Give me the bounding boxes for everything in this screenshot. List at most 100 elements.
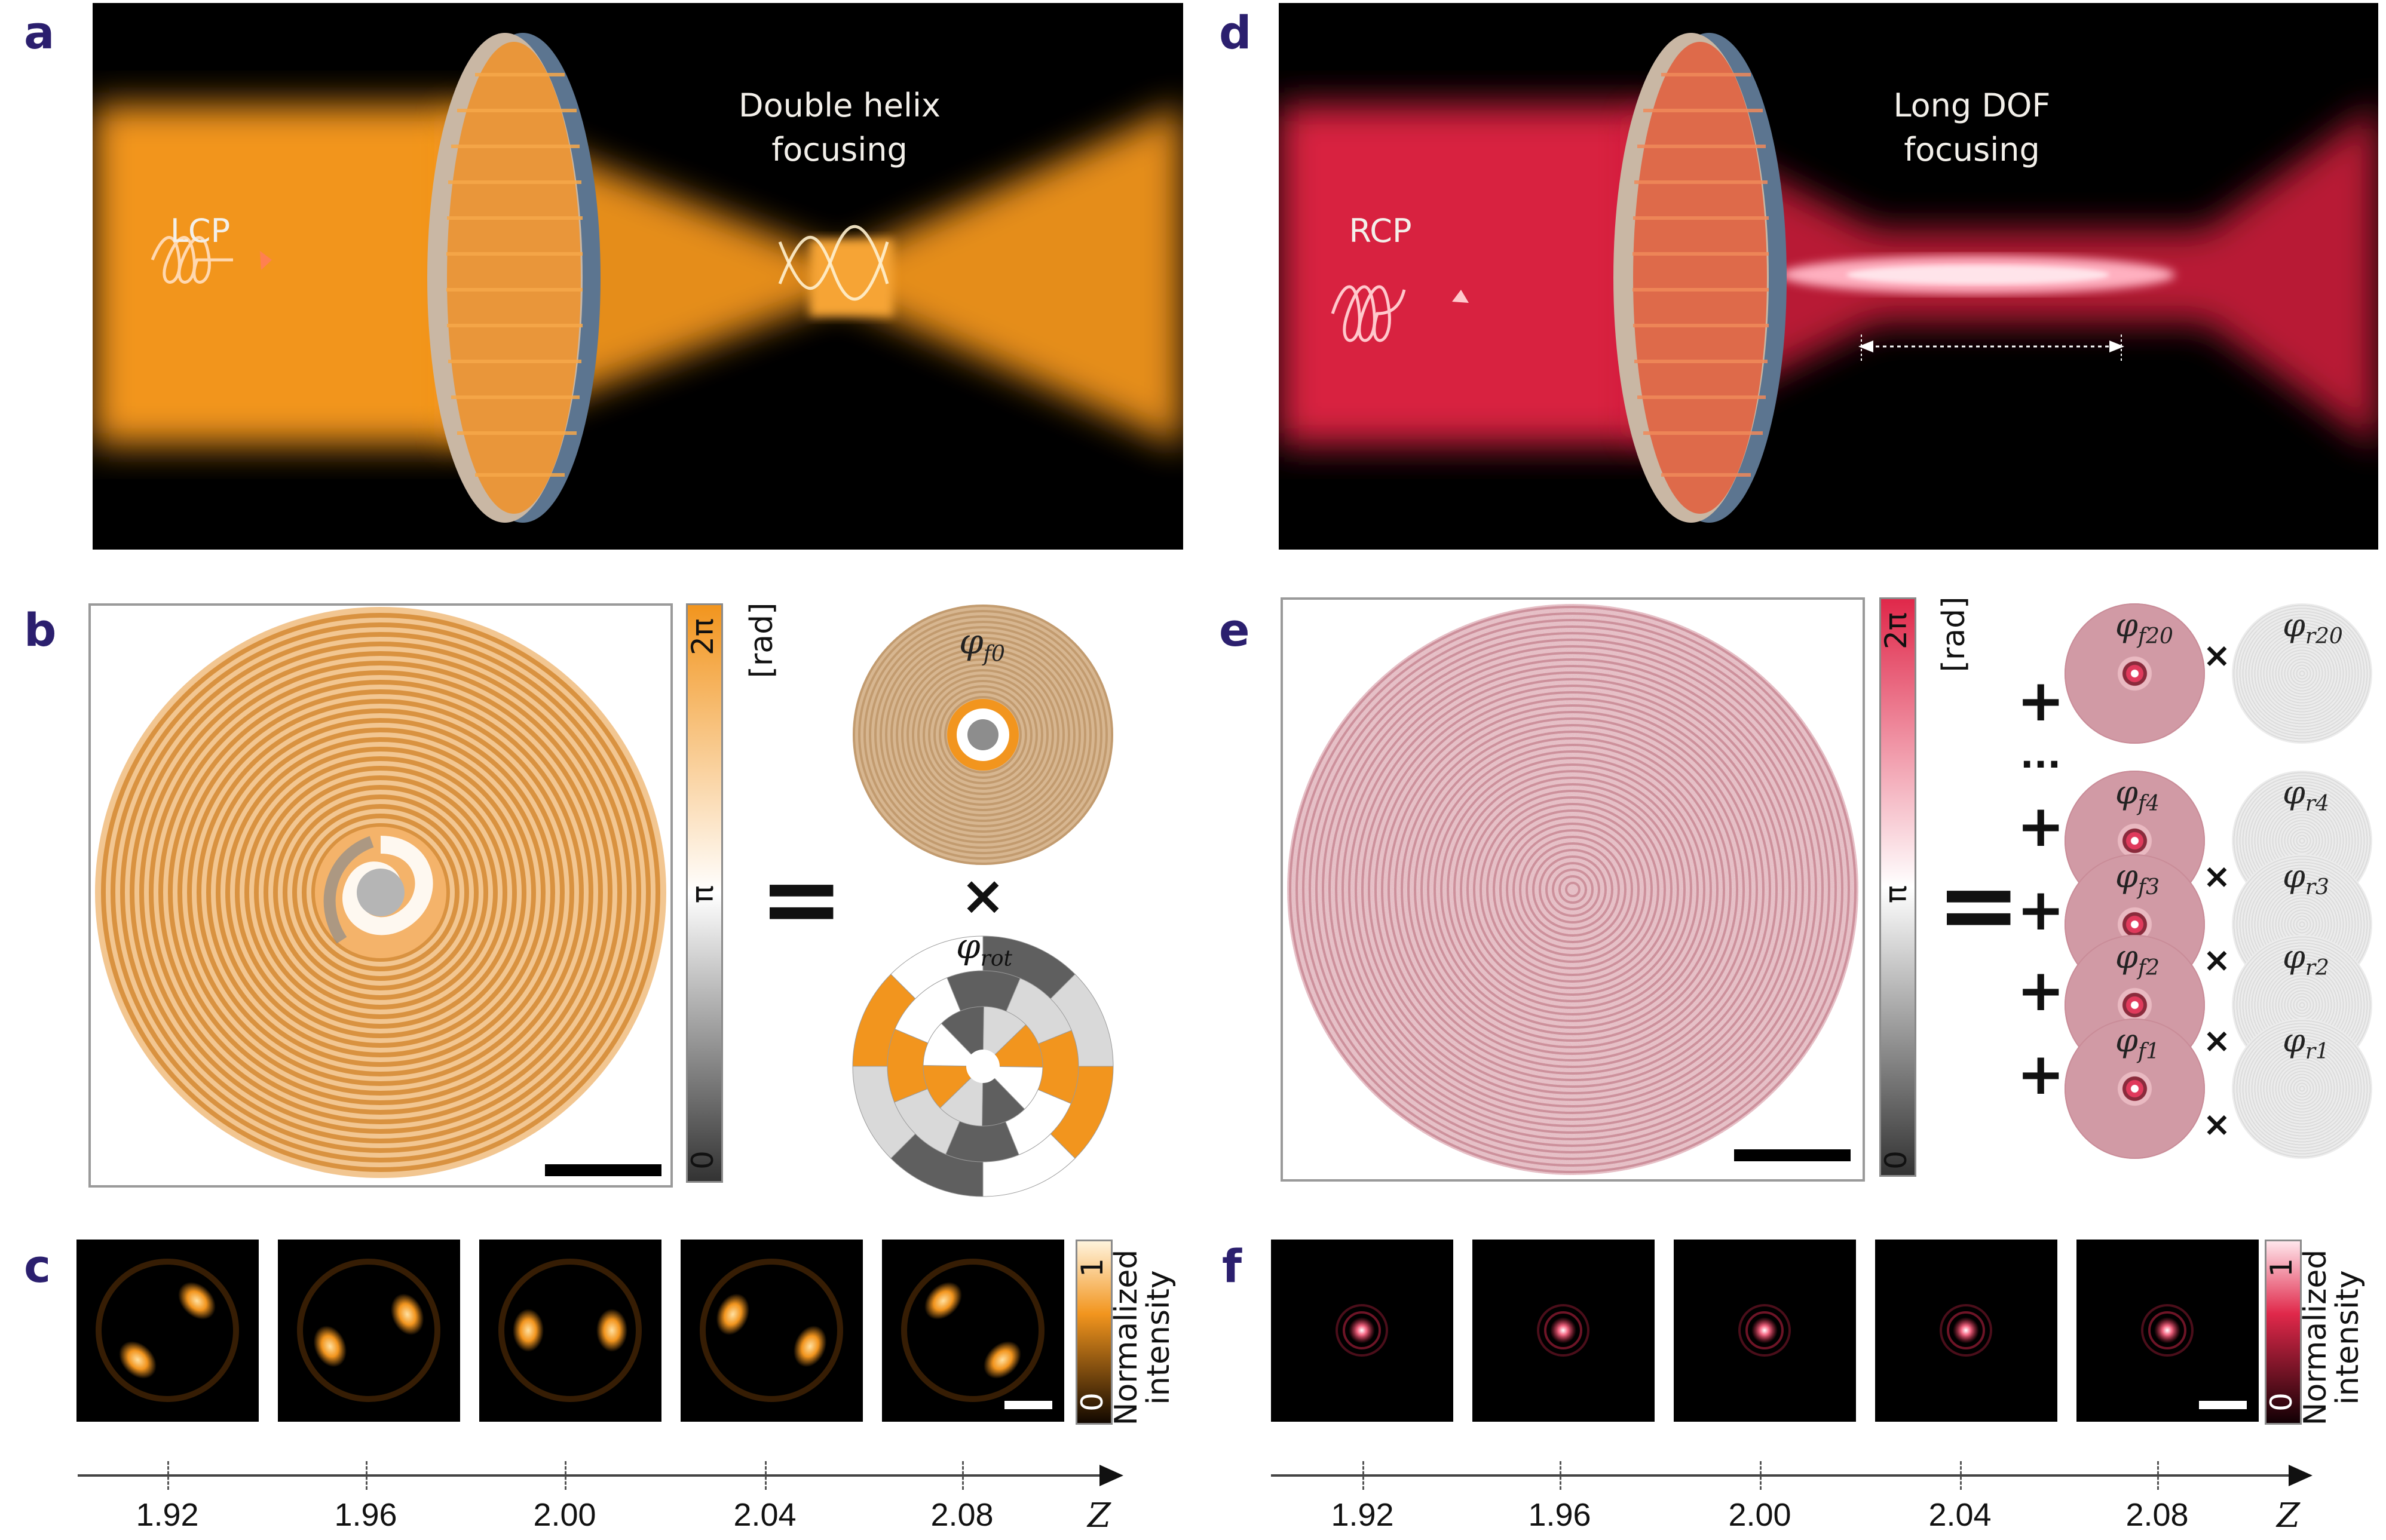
focus-title-line-1: Long DOF [1893, 87, 2051, 124]
phi-f-label: φf4 [2115, 774, 2160, 816]
colorbar-tick-mid: π [1879, 885, 1913, 904]
axis-label-z: Z [2277, 1496, 2300, 1535]
phi-r-label: φr20 [2283, 606, 2343, 649]
colorbar-intensity-orange: 1 0 [1075, 1240, 1113, 1425]
psf-tile [278, 1240, 460, 1422]
phi-r-label: φr3 [2283, 857, 2329, 900]
colorbar-tick-bottom: 0 [1879, 1151, 1913, 1170]
axis-line [78, 1474, 1099, 1477]
colorbar-label-line-2: intensity [1141, 1270, 1177, 1405]
psf-tile [76, 1240, 259, 1422]
axis-label-z: Z [1088, 1496, 1111, 1535]
panel-label-b: b [24, 603, 57, 657]
phi-rot-label: φrot [956, 926, 1012, 971]
scale-bar [1004, 1401, 1052, 1409]
axis-tick [167, 1461, 171, 1490]
colorbar-label: Normalized intensity [1108, 1248, 1177, 1427]
psf-tile [1271, 1240, 1453, 1422]
psf-tile [1875, 1240, 2057, 1422]
axis-tick-label: 2.00 [1728, 1497, 1791, 1533]
panel-d-illustration: RCP Long DOF focusing [1279, 3, 2378, 550]
axis-tick [565, 1461, 568, 1490]
colorbar-unit: [rad] [1936, 596, 1972, 673]
multifocal-phase-image [1287, 604, 1858, 1175]
axis-tick [1760, 1461, 1763, 1490]
psf-tile [882, 1240, 1064, 1422]
ellipsis: ··· [2020, 744, 2062, 786]
colorbar-unit: [rad] [744, 602, 780, 679]
phase-map-multifocal [1281, 597, 1865, 1182]
focal-phase-disk [2065, 1019, 2205, 1159]
axis-tick [1960, 1461, 1964, 1490]
axis-tick [962, 1461, 966, 1490]
phi-f0-label: φf0 [959, 621, 1005, 667]
colorbar-label-line-1: Normalized [2298, 1249, 2333, 1426]
focus-title-long-dof: Long DOF focusing [1864, 84, 2079, 172]
times-sign: × [960, 864, 1006, 927]
psf-tile [2076, 1240, 2259, 1422]
colorbar-intensity-red: 1 0 [2264, 1240, 2302, 1425]
psf-tile [1674, 1240, 1856, 1422]
colorbar-tick-top: 2π [1879, 612, 1913, 649]
colorbar-tick-top: 1 [2264, 1258, 2299, 1277]
axis-tick-label: 2.00 [533, 1497, 596, 1533]
axis-tick-label: 1.96 [334, 1497, 397, 1533]
axis-arrowhead [2289, 1465, 2313, 1486]
beam-illustration-orange [93, 33, 1183, 523]
panel-label-c: c [24, 1240, 51, 1293]
phi-f-label: φf20 [2115, 606, 2173, 649]
axis-tick [2157, 1461, 2161, 1490]
psf-tile [479, 1240, 661, 1422]
panel-label-e: e [1219, 603, 1250, 657]
colorbar-phase-red: 2π π 0 [1879, 597, 1916, 1177]
axis-tick [1560, 1461, 1563, 1490]
colorbar-phase-orange: 2π π 0 [685, 603, 723, 1183]
phi-f-label: φf1 [2115, 1021, 2160, 1064]
focal-phase-disk [2065, 603, 2205, 744]
axis-tick [1362, 1461, 1366, 1490]
scale-bar [2199, 1401, 2247, 1409]
scale-bar [545, 1164, 661, 1176]
colorbar-tick-top: 1 [1075, 1258, 1110, 1277]
colorbar-label: Normalized intensity [2298, 1248, 2366, 1427]
colorbar-tick-top: 2π [685, 618, 720, 655]
plus-sign: + [2017, 667, 2065, 734]
scale-bar [1734, 1149, 1851, 1161]
polarization-label-lcp: LCP [170, 212, 231, 250]
axis-tick-label: 1.92 [136, 1497, 199, 1533]
phase-map-spiral [88, 603, 673, 1188]
phi-r-label: φr2 [2283, 938, 2329, 980]
plus-sign: + [2017, 1041, 2065, 1108]
plus-sign: + [2017, 957, 2065, 1024]
equals-sign: = [759, 840, 844, 958]
panel-label-a: a [24, 6, 55, 59]
rotation-phase [852, 935, 1114, 1197]
panel-label-f: f [1222, 1240, 1242, 1293]
random-phase-disk [2232, 1019, 2372, 1159]
phi-f-label: φf3 [2115, 857, 2160, 900]
focus-title-line-2: focusing [771, 131, 908, 168]
times-sign: × [2203, 636, 2231, 675]
axis-tick-label: 2.08 [930, 1497, 994, 1533]
axis-tick-label: 1.92 [1331, 1497, 1394, 1533]
random-phase-disk [2232, 603, 2372, 744]
spiral-phase-image [95, 607, 666, 1178]
phi-f-label: φf2 [2115, 938, 2160, 980]
focus-title-line-2: focusing [1904, 131, 2040, 168]
times-sign: × [2203, 941, 2231, 980]
lens-phase-f0 [853, 605, 1113, 865]
colorbar-tick-bottom: 0 [1075, 1392, 1110, 1412]
colorbar-label-line-2: intensity [2330, 1270, 2366, 1405]
phi-r-label: φr1 [2283, 1021, 2329, 1064]
times-sign: × [2203, 857, 2231, 896]
focus-title-line-1: Double helix [739, 87, 941, 124]
panel-a-illustration: LCP Double helix focusing [93, 3, 1183, 550]
phi-r-label: φr4 [2283, 774, 2329, 816]
colorbar-label-line-1: Normalized [1108, 1249, 1144, 1426]
axis-arrowhead [1099, 1465, 1123, 1486]
axis-tick-label: 2.04 [733, 1497, 797, 1533]
equals-sign: = [1936, 846, 2021, 964]
axis-tick-label: 2.04 [1928, 1497, 1992, 1533]
colorbar-tick-bottom: 0 [2264, 1392, 2299, 1412]
psf-tile [681, 1240, 863, 1422]
